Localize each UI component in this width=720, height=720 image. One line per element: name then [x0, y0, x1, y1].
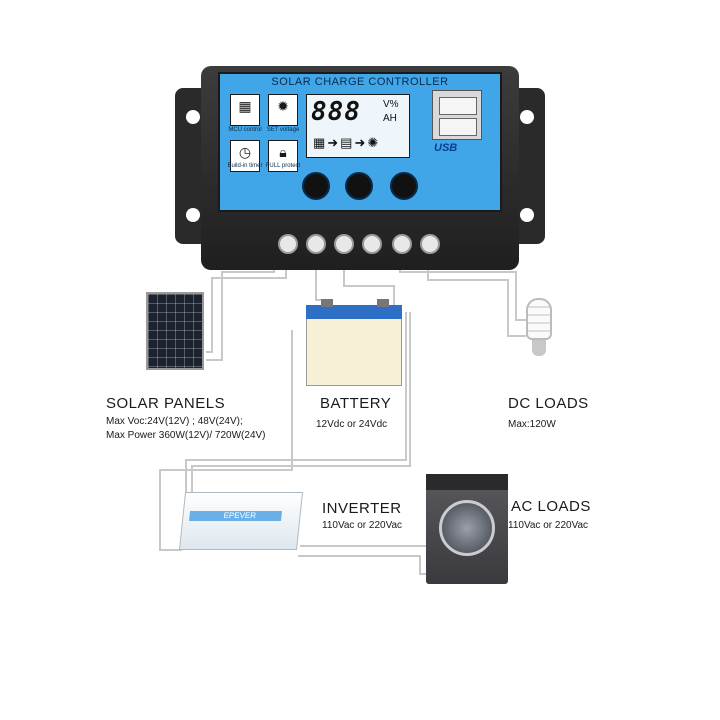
gear-icon: ✹: [268, 94, 298, 126]
ac-loads-title: AC LOADS: [511, 498, 591, 515]
lcd-digits: 888: [311, 97, 361, 127]
solar-panels-title: SOLAR PANELS: [106, 395, 226, 412]
up-button[interactable]: [345, 172, 373, 200]
lock-icon: 🔒︎: [268, 140, 298, 172]
inverter-title: INVERTER: [322, 500, 402, 517]
clock-icon: ◷: [230, 140, 260, 172]
lcd-unit-top: V%: [383, 99, 399, 110]
wire-inverter-top-a: [185, 312, 407, 498]
usb-ports: [432, 90, 482, 140]
terminal-solar-pos: [278, 234, 298, 254]
down-button[interactable]: [390, 172, 418, 200]
protect-caption: FULL protect: [265, 163, 301, 169]
lcd-unit-bottom: AH: [383, 113, 397, 124]
inverter-brand: EPEVER: [223, 511, 257, 520]
inverter-spec: 110Vac or 220Vac: [322, 520, 403, 531]
light-bulb-icon: [526, 298, 554, 362]
menu-button[interactable]: [302, 172, 330, 200]
usb-label: USB: [434, 142, 458, 154]
set-voltage-caption: SET voltage: [266, 127, 300, 133]
terminal-load-neg: [420, 234, 440, 254]
battery-title: BATTERY: [320, 395, 392, 412]
wire-inverter-top-b: [191, 312, 411, 498]
wire-inverter-ac-b: [298, 555, 426, 575]
battery-icon: [306, 299, 402, 386]
mcu-caption: MCU control: [228, 127, 262, 133]
solar-panels-spec-2: Max Power 360W(12V)/ 720W(24V): [106, 430, 266, 441]
terminal-battery-neg: [362, 234, 382, 254]
inverter-icon: EPEVER: [178, 492, 304, 550]
lcd-display: 888 V% AH ▦➜▤➜✺: [306, 94, 410, 158]
solar-panel-icon: [146, 292, 204, 370]
timer-caption: Build-in timer: [227, 163, 263, 169]
battery-spec: 12Vdc or 24Vdc: [316, 419, 388, 430]
terminal-load-pos: [392, 234, 412, 254]
dc-loads-title: DC LOADS: [508, 395, 589, 412]
wire-load-neg: [427, 250, 526, 337]
terminal-battery-pos: [334, 234, 354, 254]
ac-loads-spec: 110Vac or 220Vac: [508, 520, 589, 531]
terminal-solar-neg: [306, 234, 326, 254]
washing-machine-icon: [426, 474, 508, 584]
wire-inverter-left: [159, 330, 293, 551]
solar-panels-spec-1: Max Voc:24V(12V) ; 48V(24V);: [106, 416, 243, 427]
mcu-chip-icon: ▦: [230, 94, 260, 126]
energy-flow-icons: ▦➜▤➜✺: [313, 135, 381, 150]
dc-loads-spec: Max:120W: [508, 419, 556, 430]
controller-title: SOLAR CHARGE CONTROLLER: [271, 76, 449, 88]
